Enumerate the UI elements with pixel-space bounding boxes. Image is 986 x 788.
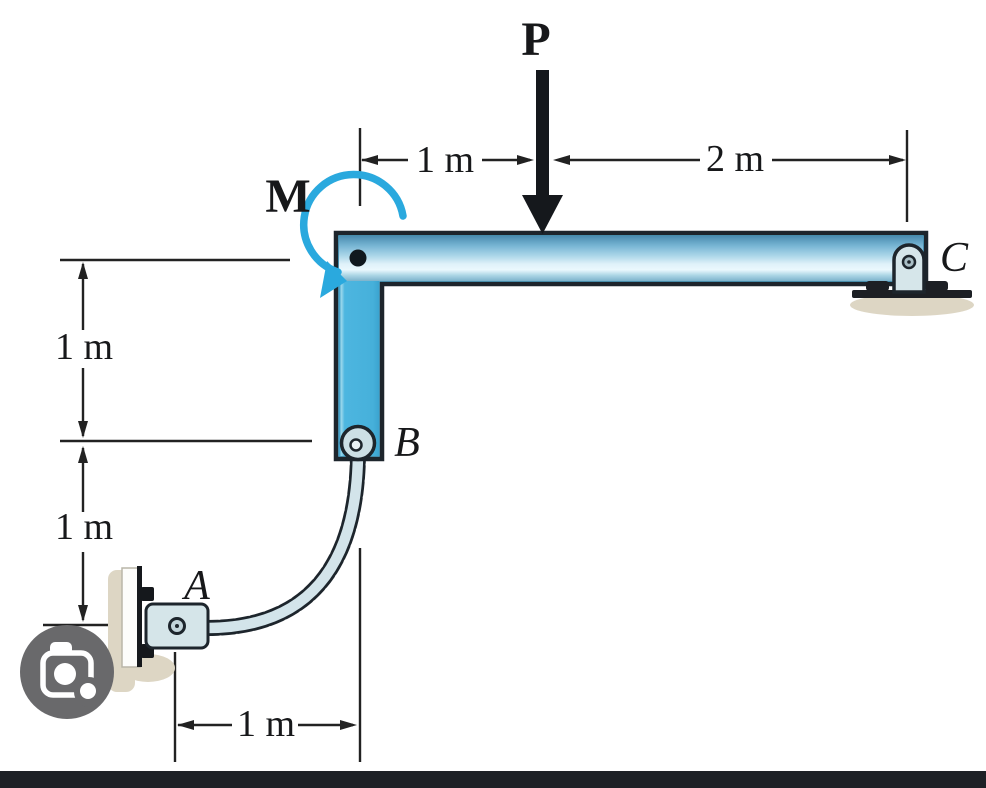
- bolt-c-left: [866, 281, 889, 291]
- pin-support-c: [852, 243, 972, 298]
- moment-arrowhead: [320, 261, 347, 298]
- pin-lug-b: [339, 424, 377, 462]
- dim-top-left: 1 m: [416, 139, 474, 181]
- arrowhead: [78, 262, 88, 279]
- dim-left-upper: 1 m: [55, 326, 113, 368]
- lens-circle: [54, 663, 76, 685]
- pin-bracket-a: [144, 602, 210, 650]
- wall-line: [137, 566, 142, 667]
- arrowhead: [78, 446, 88, 463]
- force-label-p: P: [521, 13, 550, 66]
- google-lens-camera-icon: [40, 642, 104, 707]
- base-plate-c: [852, 290, 972, 298]
- force-arrow-shaft: [536, 70, 549, 198]
- l-beam: [333, 230, 929, 462]
- lens-dot: [80, 683, 96, 699]
- corner-point-dot: [349, 249, 367, 267]
- arrowhead: [889, 155, 906, 165]
- arrowhead: [553, 155, 570, 165]
- ground-shadow-c: [850, 294, 974, 316]
- lens-search-button[interactable]: [20, 625, 114, 719]
- dimension-arrowheads: [78, 155, 906, 730]
- bottom-bar: [0, 771, 986, 788]
- force-arrowhead: [522, 195, 563, 234]
- camera-frame: [40, 650, 94, 698]
- joint-label-c: C: [940, 235, 969, 281]
- arrowhead: [78, 421, 88, 438]
- arrowhead: [177, 720, 194, 730]
- joint-label-a: A: [181, 563, 210, 609]
- curved-member-ab: [199, 442, 366, 636]
- bolt-c-right: [925, 281, 948, 291]
- arrowhead: [517, 155, 534, 165]
- moment-label-m: M: [265, 170, 310, 223]
- pin-c-center: [907, 260, 911, 264]
- joint-label-b: B: [394, 420, 420, 466]
- dim-top-right: 2 m: [706, 138, 764, 180]
- dim-bottom: 1 m: [237, 703, 295, 745]
- moment-arrow: [300, 170, 407, 298]
- moment-arc: [300, 170, 407, 276]
- pin-a-center: [175, 624, 179, 628]
- member-fill: [201, 444, 364, 634]
- pin-b-hole: [349, 438, 363, 452]
- wall-bolt-top: [141, 587, 154, 601]
- arrowhead: [78, 605, 88, 622]
- beam-horizontal-face: [339, 236, 923, 281]
- arrowhead: [340, 720, 357, 730]
- force-arrow-p: [522, 70, 563, 234]
- dim-left-lower: 1 m: [55, 506, 113, 548]
- arrowhead: [361, 155, 378, 165]
